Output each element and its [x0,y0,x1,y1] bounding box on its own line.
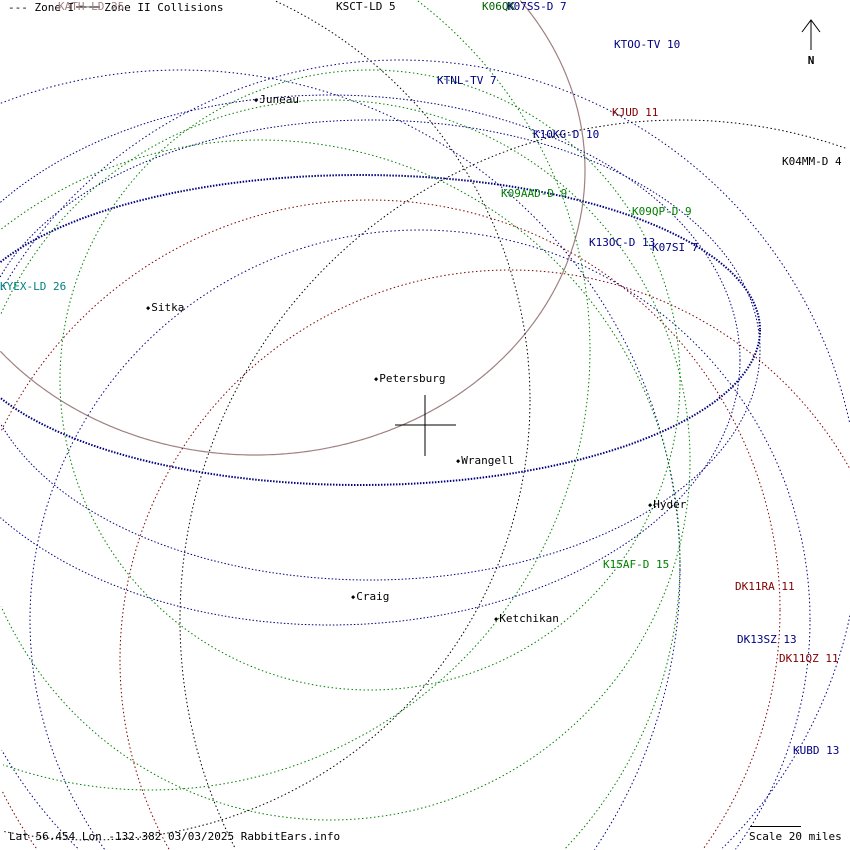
north-arrow-icon [801,19,821,50]
station-label[interactable]: KUBD 13 [793,744,840,757]
station-label[interactable]: K06QK [482,0,516,13]
city-wrangell: Wrangell [456,455,514,467]
station-label[interactable]: K07SS-D 7 [507,0,567,13]
station-label[interactable]: K10KG-D 10 [533,128,600,141]
legend: --- Zone I Zone II Collisions [8,1,223,14]
station-label[interactable]: DK11RA 11 [735,580,795,593]
city-craig: Craig [351,591,389,603]
station-label[interactable]: K15AF-D 15 [603,558,670,571]
station-label[interactable]: KYEX-LD 26 [0,280,67,293]
contour-kath-ld [0,0,586,456]
legend-zone2: Zone II Collisions [104,1,224,14]
scale-label: Scale 20 miles [749,830,842,843]
city-hyder: Hyder [648,499,686,511]
station-label[interactable]: KJUD 11 [612,106,659,119]
contour-ktoo-tv [0,94,741,626]
contour-k15af-d [1,139,681,850]
scale-bar [750,826,801,827]
contour-ksct-ld [2,0,531,841]
contour-kyex-ld [0,174,761,486]
contour-kjud [1,199,781,849]
city-sitka: Sitka [146,302,184,314]
contour-k09qp-d [0,99,691,821]
crosshair-icon [395,395,456,456]
city-petersburg: Petersburg [374,373,445,385]
contour-k10kg-d [0,119,761,581]
map-footer: Lat 56.454 Lon -132.382 03/03/2025 Rabbi… [9,830,341,843]
contour-k09aad-d [59,69,681,691]
contour-k13oc-d [29,229,811,850]
station-label[interactable]: K07SI 7 [652,241,699,254]
contour-k04mm-d [179,119,848,848]
station-label[interactable]: DK13SZ 13 [737,633,797,646]
station-label[interactable]: KTOO-TV 10 [614,38,681,51]
contour-kubd [1,59,850,849]
station-label[interactable]: KSCT-LD 5 [336,0,396,13]
station-label[interactable]: K09AAD-D 9 [501,187,568,200]
north-label: N [807,54,815,67]
station-label[interactable]: KTNL-TV 7 [437,74,497,87]
station-label[interactable]: K09QP-D 9 [632,205,692,218]
contour-k07si [0,69,681,850]
contour-k06qk [2,0,591,791]
station-label[interactable]: DK11QZ 11 [779,652,839,665]
station-label[interactable]: K13OC-D 13 [589,236,656,249]
city-juneau: Juneau [254,94,299,106]
city-ketchikan: Ketchikan [494,613,559,625]
legend-zone1: --- Zone I [8,1,75,14]
station-label[interactable]: K04MM-D 4 [782,155,842,168]
station-label[interactable]: KATH-LD 25 [58,0,125,13]
